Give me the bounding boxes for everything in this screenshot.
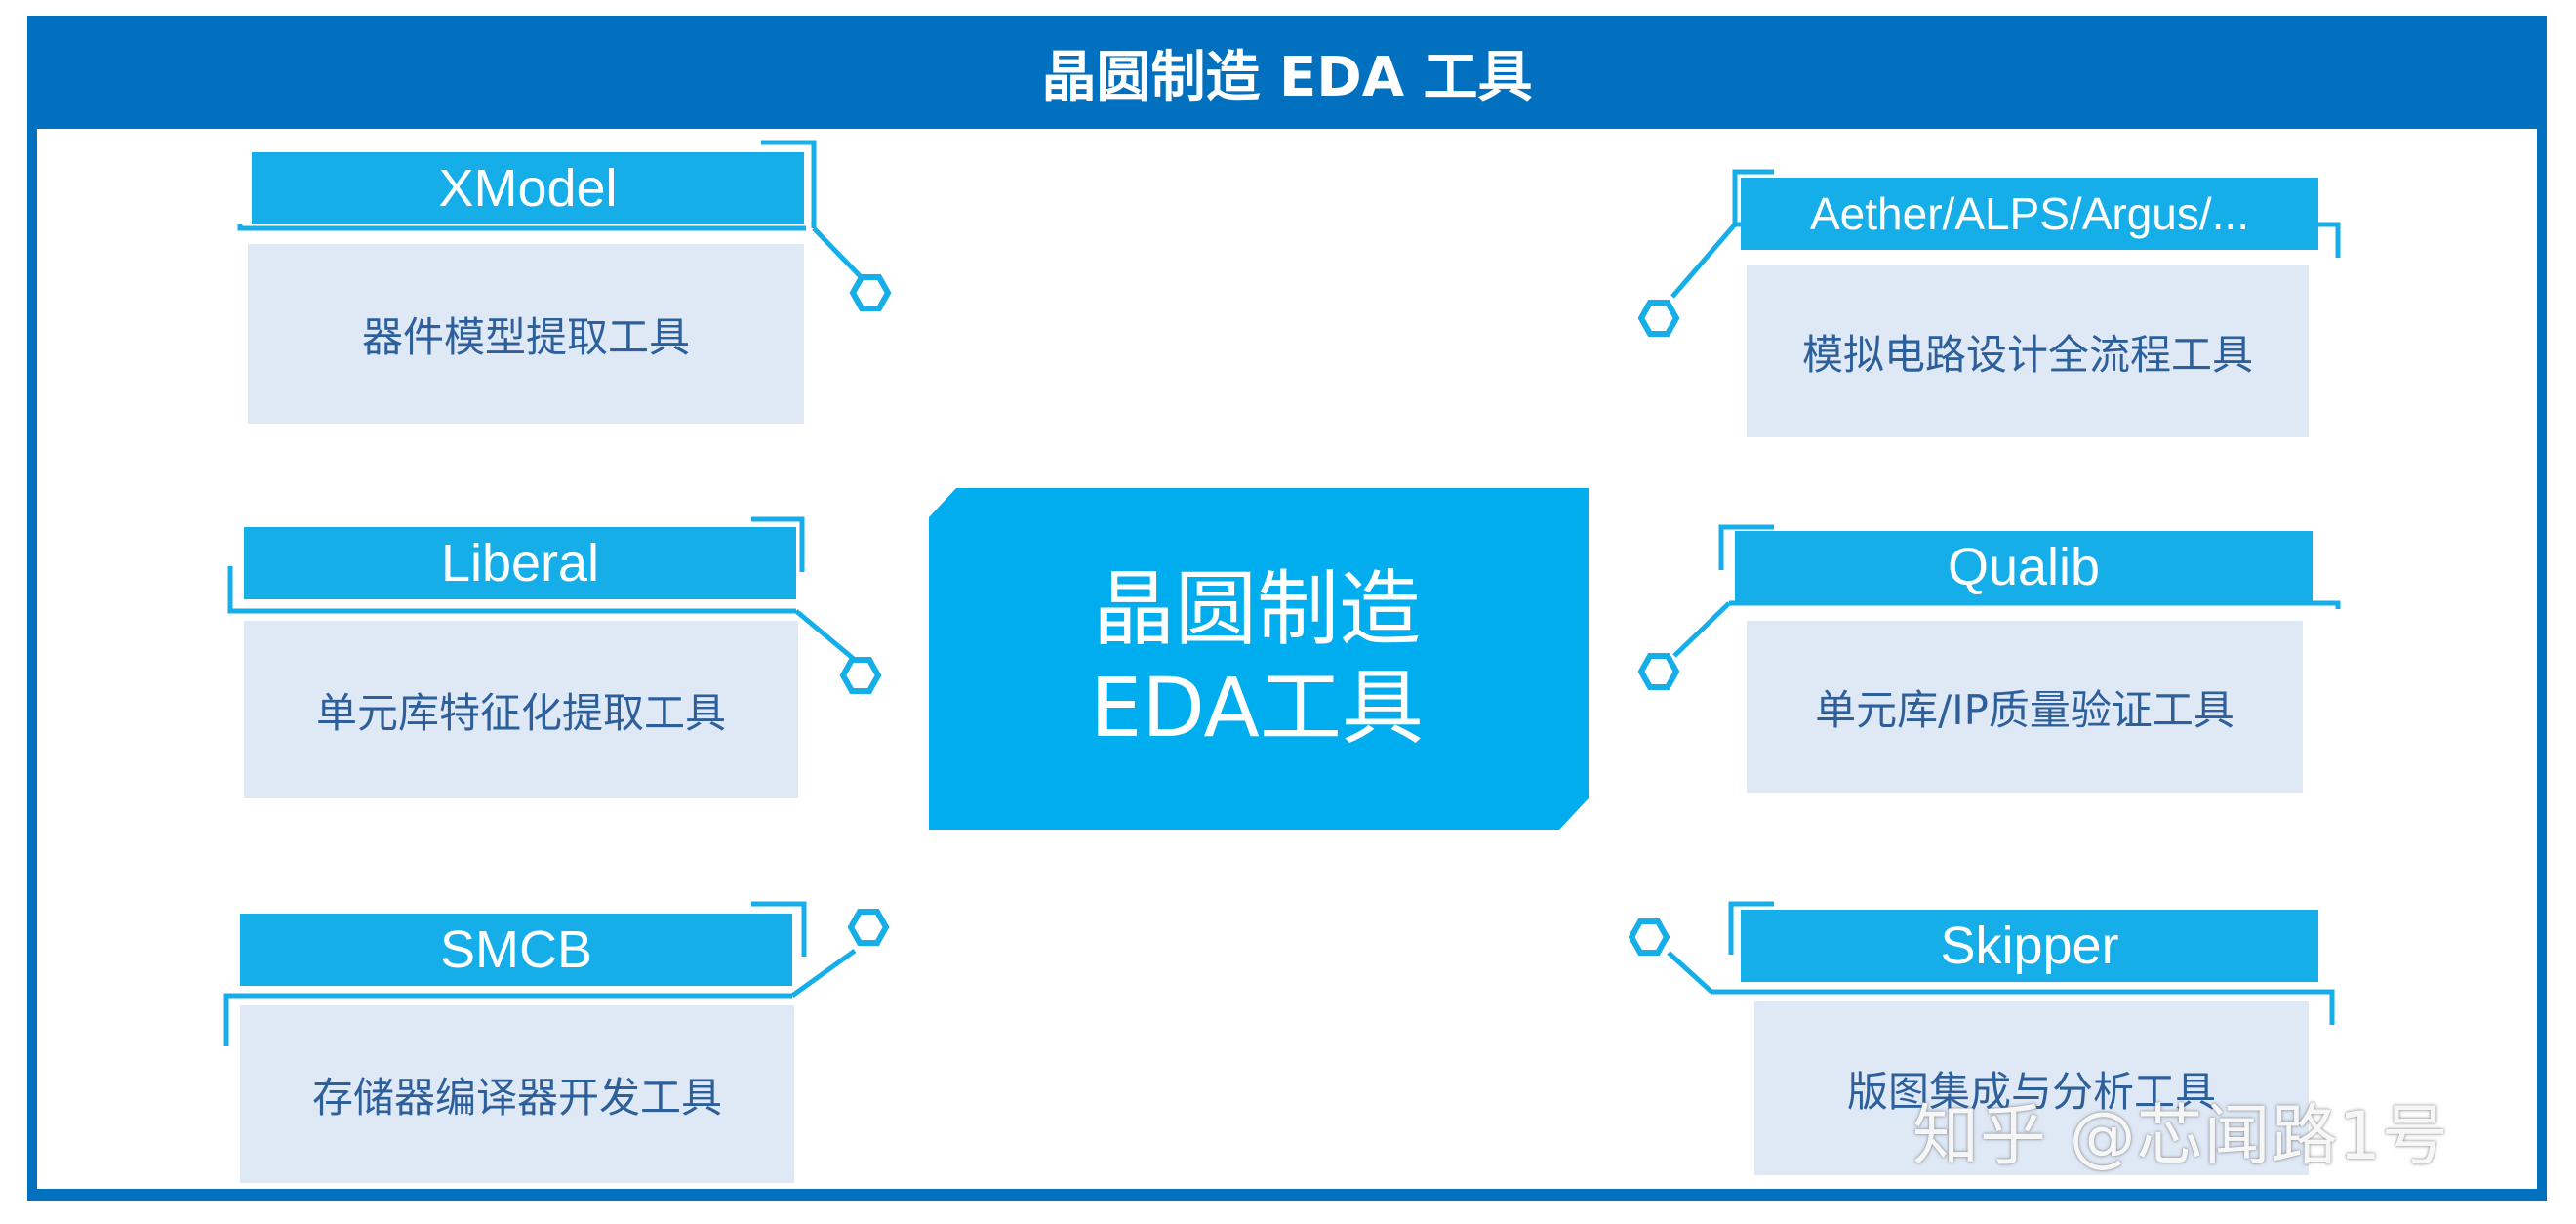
tool-desc-aether: 模拟电路设计全流程工具 xyxy=(1747,265,2309,437)
bracket-qualib xyxy=(1729,600,2341,609)
tool-desc-smcb: 存储器编译器开发工具 xyxy=(240,1005,794,1183)
bracket-smcb xyxy=(223,993,792,1046)
node-hexagon-skipper xyxy=(1628,918,1670,956)
center-block xyxy=(929,488,1589,830)
watermark: 知乎 @芯闻路1号 xyxy=(1912,1098,2449,1175)
center-label: 晶圆制造 EDA工具 xyxy=(929,488,1585,830)
bracket-skipper xyxy=(1711,989,2335,1025)
node-hexagon-smcb xyxy=(847,909,890,946)
node-hexagon-qualib xyxy=(1637,653,1680,690)
tool-desc-liberal: 单元库特征化提取工具 xyxy=(244,621,798,798)
node-hexagon-liberal xyxy=(839,657,882,694)
node-hexagon-aether xyxy=(1637,300,1680,337)
tool-desc-qualib: 单元库/IP质量验证工具 xyxy=(1747,621,2303,793)
tool-desc-skipper: 版图集成与分析工具 xyxy=(1754,1001,2309,1175)
tool-name-aether: Aether/ALPS/Argus/... xyxy=(1741,178,2318,250)
bracket-liberal xyxy=(227,566,796,614)
center-line-2: EDA工具 xyxy=(1090,660,1424,755)
bracket-xmodel xyxy=(237,224,806,231)
diagram-title: 晶圆制造 EDA 工具 xyxy=(1041,45,1533,109)
tool-name-smcb: SMCB xyxy=(240,914,792,986)
tool-desc-xmodel: 器件模型提取工具 xyxy=(248,244,804,424)
tool-name-liberal: Liberal xyxy=(244,527,796,599)
tool-name-xmodel: XModel xyxy=(252,152,804,224)
tool-name-skipper: Skipper xyxy=(1741,910,2318,982)
tool-name-qualib: Qualib xyxy=(1735,531,2313,603)
center-line-1: 晶圆制造 xyxy=(1092,561,1421,658)
node-hexagon-xmodel xyxy=(849,274,892,311)
